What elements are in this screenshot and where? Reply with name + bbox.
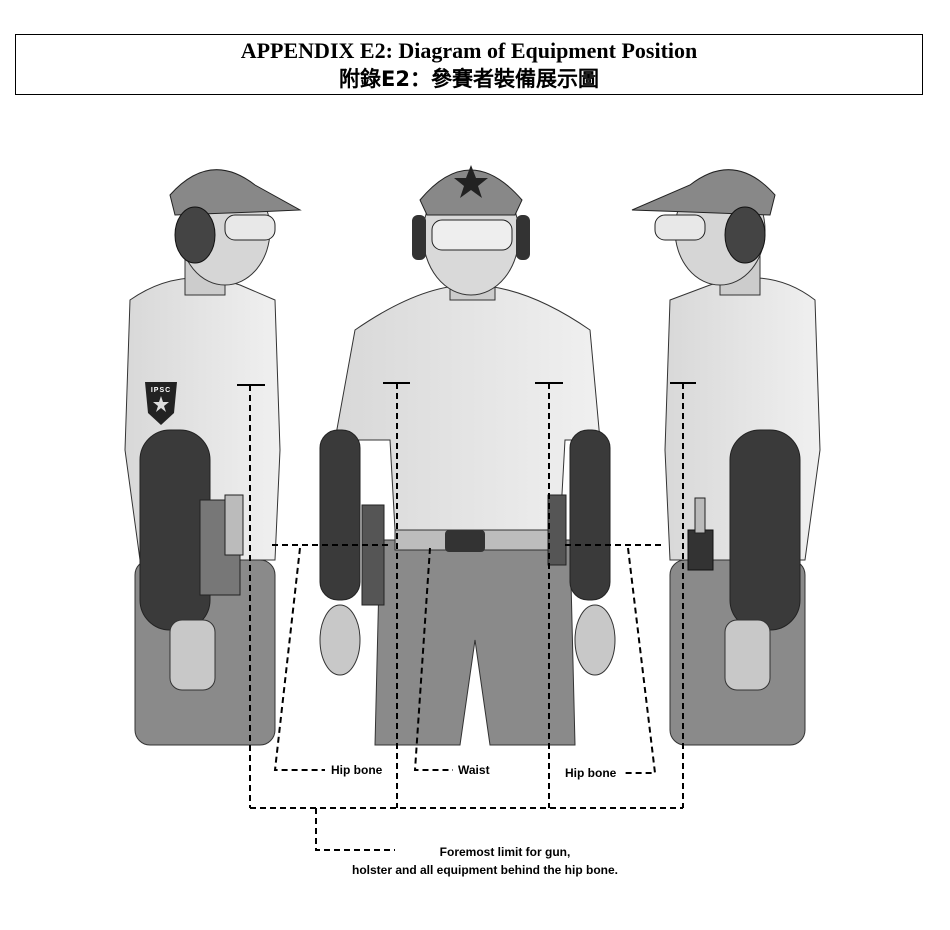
star-cap-badge xyxy=(454,165,488,198)
figure-right-side-view xyxy=(631,169,821,746)
ipsc-patch-text: IPSC xyxy=(151,387,171,394)
title-chinese: 附錄E2：參賽者裝備展示圖 xyxy=(339,67,599,91)
patch-star-icon xyxy=(153,396,169,412)
note-line-2: holster and all equipment behind the hip… xyxy=(351,863,618,877)
note-line-1: Foremost limit for gun, xyxy=(439,845,571,859)
title-english: APPENDIX E2: Diagram of Equipment Positi… xyxy=(240,38,698,63)
figure-left-side-view: IPSC xyxy=(124,169,302,746)
label-waist: Waist xyxy=(458,763,490,777)
figure-center-front-view xyxy=(319,165,616,746)
limit-lines xyxy=(237,382,696,851)
appendix-title-box: APPENDIX E2: Diagram of Equipment Positi… xyxy=(15,34,923,95)
label-hip-bone-left: Hip bone xyxy=(331,763,383,777)
label-hip-bone-right: Hip bone xyxy=(565,766,617,780)
foremost-limit-note: Foremost limit for gun, holster and all … xyxy=(320,843,650,879)
